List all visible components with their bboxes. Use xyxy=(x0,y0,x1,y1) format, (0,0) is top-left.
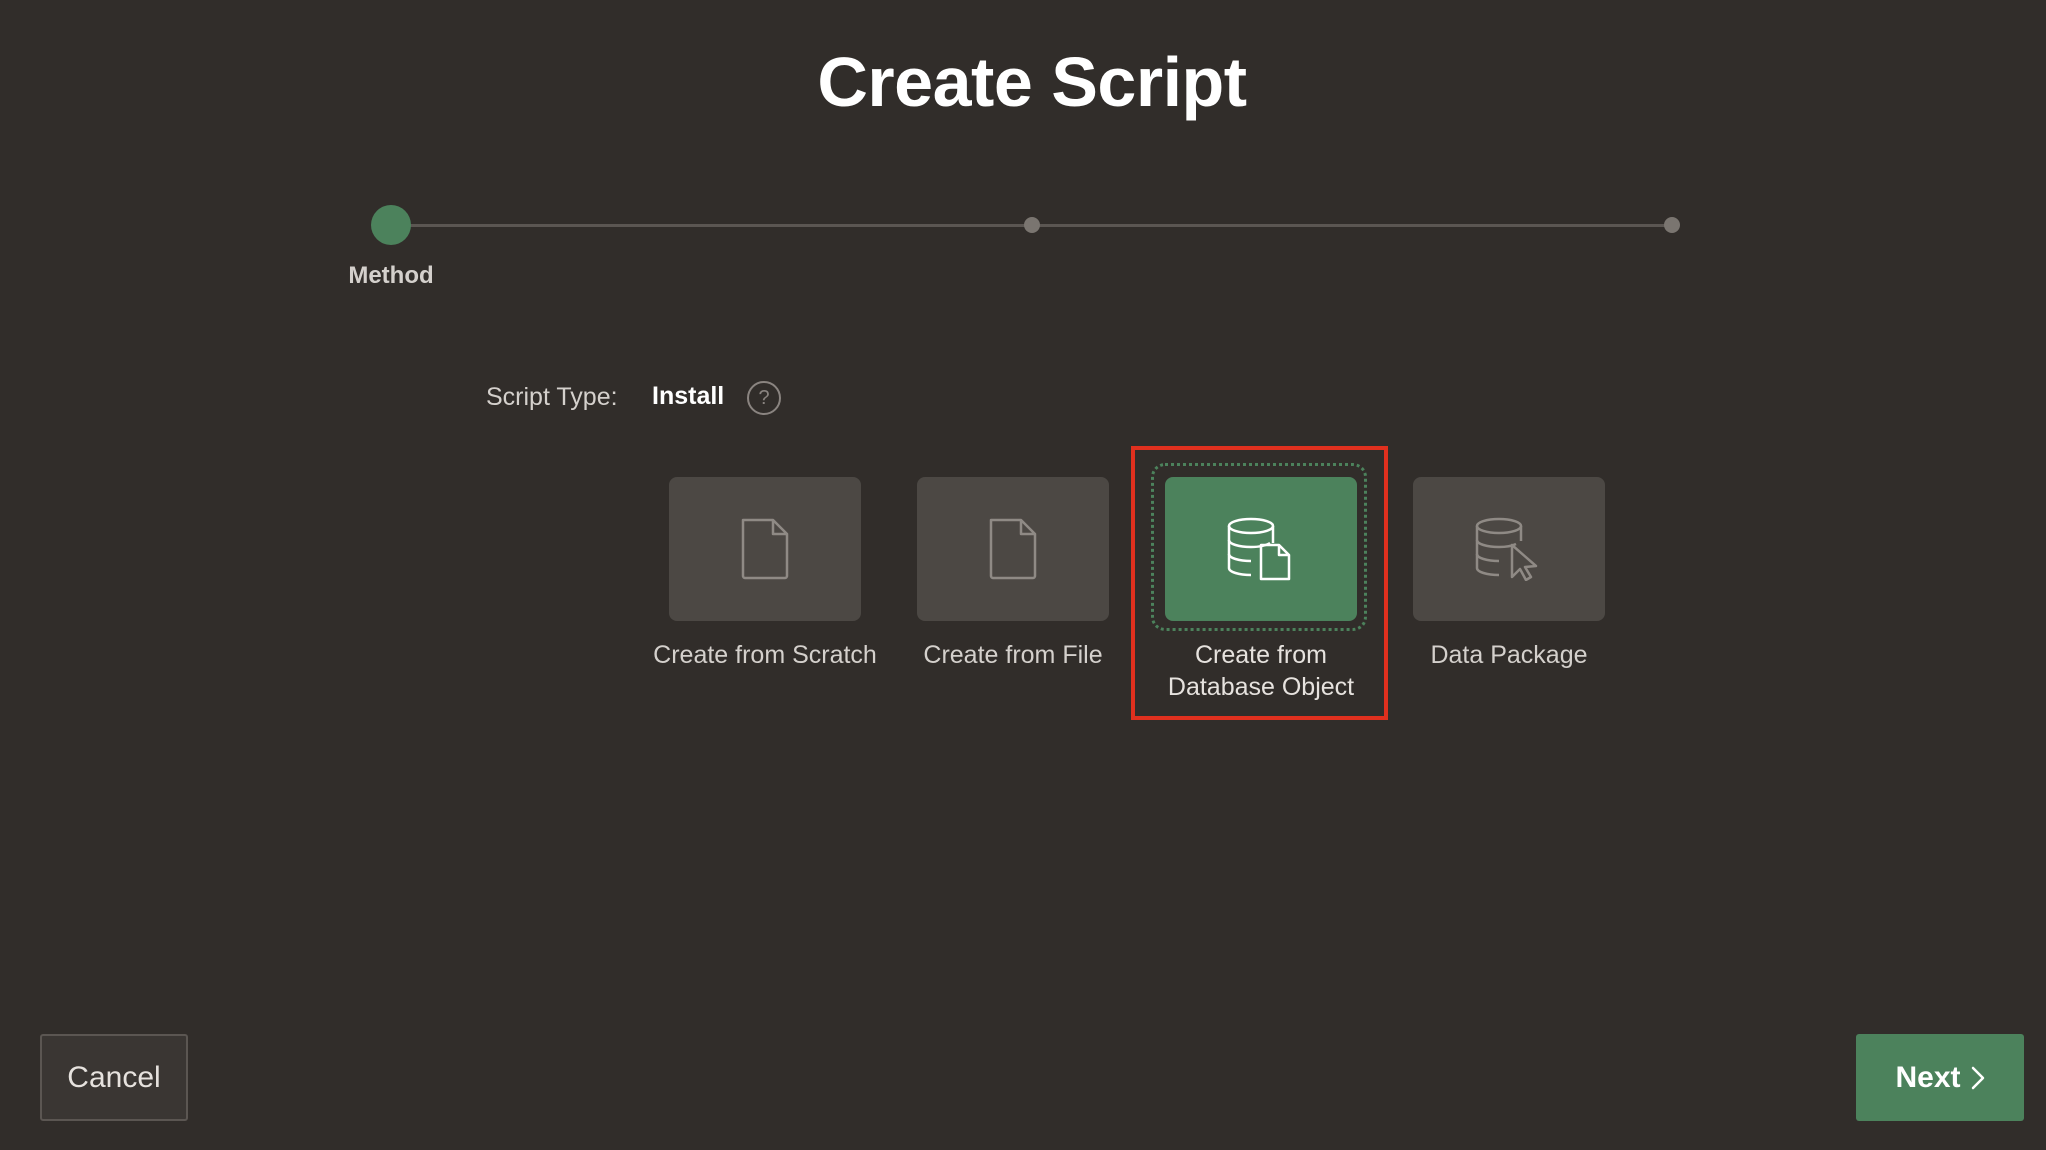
method-tile[interactable] xyxy=(669,477,861,621)
page-title: Create Script xyxy=(817,43,1247,121)
chevron-right-icon xyxy=(1971,1066,1984,1089)
wizard-step-method-marker xyxy=(371,205,411,245)
method-create-from-scratch[interactable]: Create from Scratch xyxy=(645,477,885,671)
wizard-step-3-marker xyxy=(1664,217,1680,233)
method-tile[interactable] xyxy=(917,477,1109,621)
wizard-step-2-marker xyxy=(1024,217,1040,233)
method-tile[interactable] xyxy=(1413,477,1605,621)
method-label: Create from Database Object xyxy=(1167,641,1355,701)
method-label: Data Package xyxy=(1430,641,1588,669)
method-tile[interactable] xyxy=(1165,477,1357,621)
method-data-package[interactable]: Data Package xyxy=(1389,477,1629,671)
method-create-from-database-object[interactable]: Create from Database Object xyxy=(1141,477,1381,703)
method-label: Create from File xyxy=(923,641,1103,669)
method-label: Create from Scratch xyxy=(653,641,877,669)
wizard-step-label: Method xyxy=(348,262,434,289)
next-button-label: Next xyxy=(1895,1060,1961,1094)
help-icon[interactable]: ? xyxy=(747,381,781,415)
script-type-value: Install xyxy=(652,382,725,410)
cancel-button[interactable]: Cancel xyxy=(40,1034,188,1121)
method-create-from-file[interactable]: Create from File xyxy=(893,477,1133,671)
file-icon xyxy=(989,518,1037,580)
database-cursor-icon xyxy=(1475,517,1538,581)
database-file-icon xyxy=(1227,517,1291,581)
next-button[interactable]: Next xyxy=(1856,1034,2024,1121)
script-type-label: Script Type: xyxy=(486,383,618,411)
file-icon xyxy=(741,518,789,580)
